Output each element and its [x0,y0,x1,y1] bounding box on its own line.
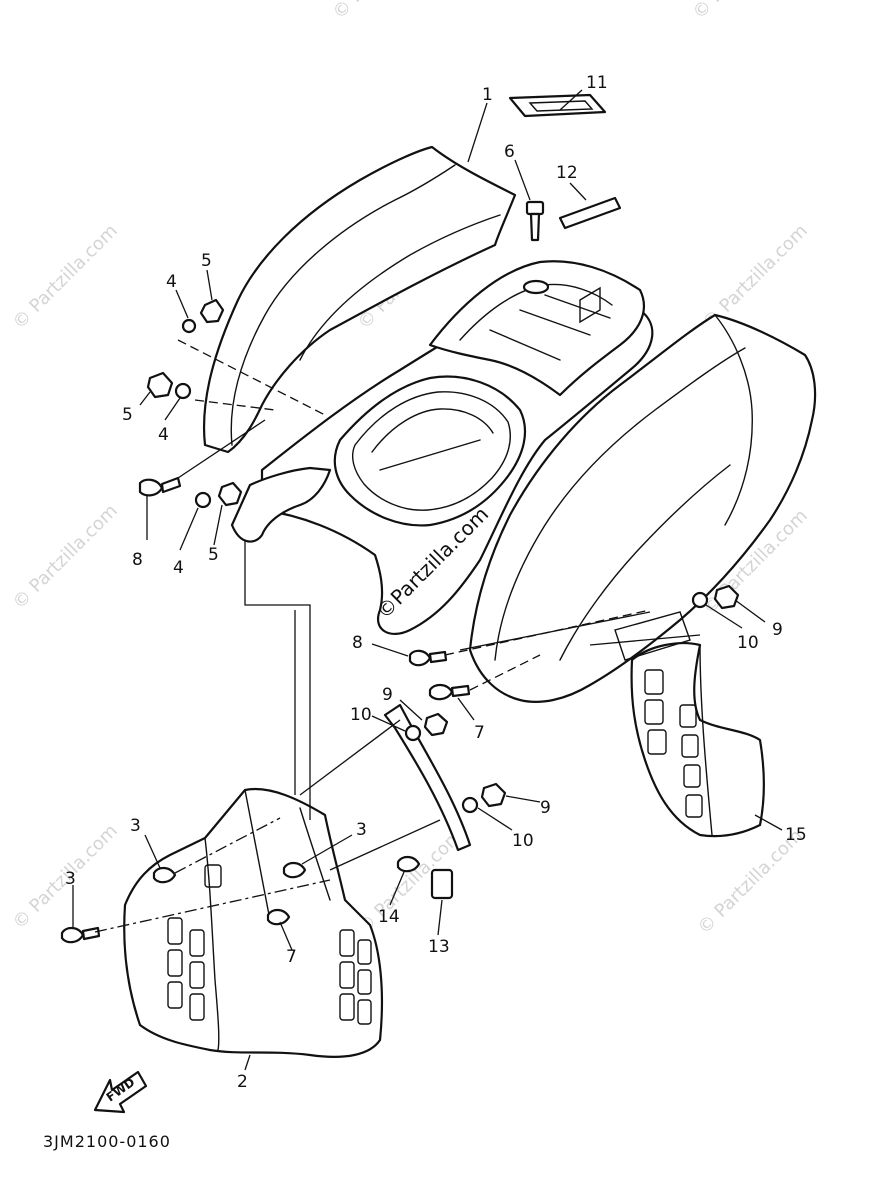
forward-arrow-icon: FWD [93,1070,148,1114]
mud-flap-stay[interactable] [383,703,472,900]
front-mud-flap[interactable] [123,787,384,1058]
leader-lines [72,89,783,1071]
bolt-6[interactable] [525,200,545,242]
callout-5: 5 [122,405,133,425]
callout-15: 15 [785,825,807,845]
callout-9: 9 [540,798,551,818]
callout-8: 8 [132,550,143,570]
assembly-lines [94,339,701,933]
watermark: © Partzilla.com [9,500,122,613]
callout-5: 5 [208,545,219,565]
callout-2: 2 [237,1072,248,1092]
callout-labels: 1 11 12 6 4 5 5 4 8 4 5 8 10 9 9 10 7 9 … [65,73,807,1092]
right-mud-flap[interactable] [614,611,765,838]
callout-11: 11 [586,73,608,93]
callout-14: 14 [378,907,400,927]
callout-4: 4 [158,425,169,445]
decal-label[interactable] [558,196,622,230]
callout-10: 10 [512,831,534,851]
callout-3: 3 [356,820,367,840]
callout-1: 1 [482,85,493,105]
rear-fender[interactable] [202,145,817,703]
callout-7: 7 [286,947,297,967]
hardware[interactable] [60,298,740,944]
callout-4: 4 [166,272,177,292]
callout-5: 5 [201,251,212,271]
callout-8: 8 [352,633,363,653]
callout-9: 9 [382,685,393,705]
callout-6: 6 [504,142,515,162]
callout-4: 4 [173,558,184,578]
watermark: © Partzilla.com [689,0,802,24]
callout-3: 3 [65,869,76,889]
watermark: © Partzilla.com [9,220,122,333]
watermark: © Partzilla.com [329,0,442,24]
callout-7: 7 [474,723,485,743]
callout-10: 10 [737,633,759,653]
callout-10: 10 [350,705,372,725]
drawing-code: 3JM2100-0160 [43,1132,171,1151]
callout-13: 13 [428,937,450,957]
battery-band[interactable] [508,93,607,118]
mud-flap-vents [167,864,372,1025]
callout-12: 12 [556,163,578,183]
callout-3: 3 [130,816,141,836]
callout-9: 9 [772,620,783,640]
